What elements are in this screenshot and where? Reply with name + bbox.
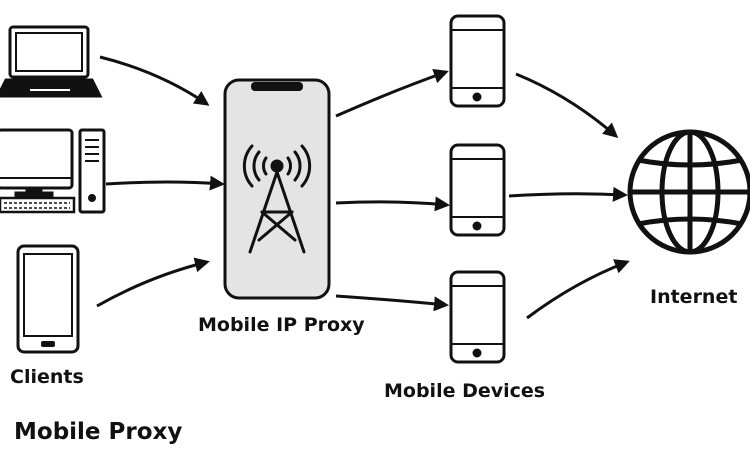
- arrow-device-3-to-internet: [526, 259, 630, 320]
- arrow-proxy-to-device-3: [335, 294, 449, 312]
- globe-icon: [627, 129, 750, 255]
- mobile-ip-proxy-label: Mobile IP Proxy: [198, 314, 365, 336]
- laptop-icon: [0, 25, 103, 98]
- diagram-title: Mobile Proxy: [14, 419, 183, 445]
- clients-label: Clients: [10, 366, 84, 388]
- mobile-devices-label: Mobile Devices: [384, 380, 546, 402]
- smartphone-icon: [449, 270, 506, 364]
- desktop-computer-icon: [0, 128, 106, 214]
- smartphone-icon: [449, 143, 506, 237]
- smartphone-icon: [16, 244, 80, 354]
- arrow-phone-to-proxy: [96, 257, 210, 308]
- arrow-device-1-to-internet: [515, 72, 619, 138]
- smartphone-icon: [449, 14, 506, 108]
- arrow-proxy-to-device-1: [335, 68, 449, 118]
- arrow-desktop-to-proxy: [105, 175, 225, 191]
- cell-tower-icon: [242, 144, 312, 254]
- proxy-phone-icon: [223, 78, 331, 300]
- arrow-laptop-to-proxy: [99, 55, 210, 106]
- arrow-proxy-to-device-2: [335, 196, 450, 212]
- internet-label: Internet: [650, 286, 738, 308]
- arrow-device-2-to-internet: [508, 186, 628, 202]
